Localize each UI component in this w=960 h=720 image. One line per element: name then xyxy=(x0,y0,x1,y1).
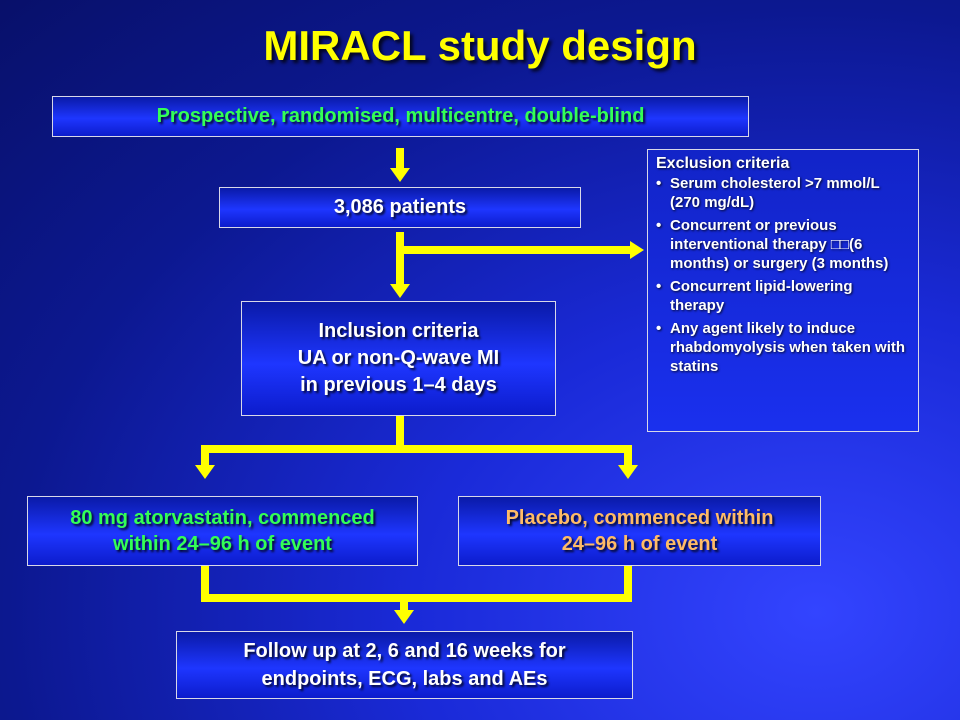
connector-to-exclusion xyxy=(400,246,632,254)
connector-merge-horizontal xyxy=(201,594,632,602)
atorvastatin-arm-box: 80 mg atorvastatin, commenced within 24–… xyxy=(27,496,418,566)
design-box: Prospective, randomised, multicentre, do… xyxy=(52,96,749,137)
atorvastatin-line: 80 mg atorvastatin, commenced xyxy=(70,507,375,529)
connector-from-placebo xyxy=(624,566,632,600)
arrowhead-right-icon xyxy=(630,241,644,259)
exclusion-item: Serum cholesterol >7 mmol/L (270 mg/dL) xyxy=(656,174,910,212)
patients-box-label: 3,086 patients xyxy=(333,196,467,218)
exclusion-item: Concurrent or previous interventional th… xyxy=(656,216,910,273)
exclusion-item: Concurrent lipid-lowering therapy xyxy=(656,277,910,315)
slide-title: MIRACL study design xyxy=(263,22,697,69)
connector-inclusion-down xyxy=(396,416,404,449)
patients-box: 3,086 patients xyxy=(219,187,581,228)
exclusion-box: Exclusion criteria Serum cholesterol >7 … xyxy=(647,149,919,432)
atorvastatin-line: within 24–96 h of event xyxy=(113,533,332,555)
arrowhead-icon xyxy=(390,284,410,298)
inclusion-line: in previous 1–4 days xyxy=(300,374,497,396)
inclusion-title: Inclusion criteria xyxy=(318,320,479,342)
connector-from-atorvastatin xyxy=(201,566,209,600)
followup-line: endpoints, ECG, labs and AEs xyxy=(261,668,548,690)
inclusion-line: UA or non-Q-wave MI xyxy=(297,347,500,369)
followup-line: Follow up at 2, 6 and 16 weeks for xyxy=(243,640,566,662)
placebo-arm-box: Placebo, commenced within 24–96 h of eve… xyxy=(458,496,821,566)
connector-patients-to-inclusion xyxy=(396,232,404,286)
inclusion-box: Inclusion criteria UA or non-Q-wave MI i… xyxy=(241,301,556,416)
connector-to-followup xyxy=(400,598,408,612)
connector-split-horizontal xyxy=(201,445,632,453)
connector-to-placebo xyxy=(624,445,632,467)
connector-to-atorvastatin xyxy=(201,445,209,467)
placebo-line: 24–96 h of event xyxy=(561,533,718,555)
design-box-label: Prospective, randomised, multicentre, do… xyxy=(156,105,645,127)
exclusion-title: Exclusion criteria xyxy=(656,155,790,172)
arrowhead-icon xyxy=(394,610,414,624)
connector-design-to-patients xyxy=(396,148,404,170)
arrowhead-icon xyxy=(618,465,638,479)
placebo-line: Placebo, commenced within xyxy=(505,507,774,529)
followup-box: Follow up at 2, 6 and 16 weeks for endpo… xyxy=(176,631,633,699)
arrowhead-icon xyxy=(390,168,410,182)
arrowhead-icon xyxy=(195,465,215,479)
exclusion-item: Any agent likely to induce rhabdomyolysi… xyxy=(656,319,910,376)
exclusion-list: Serum cholesterol >7 mmol/L (270 mg/dL) … xyxy=(656,174,910,376)
